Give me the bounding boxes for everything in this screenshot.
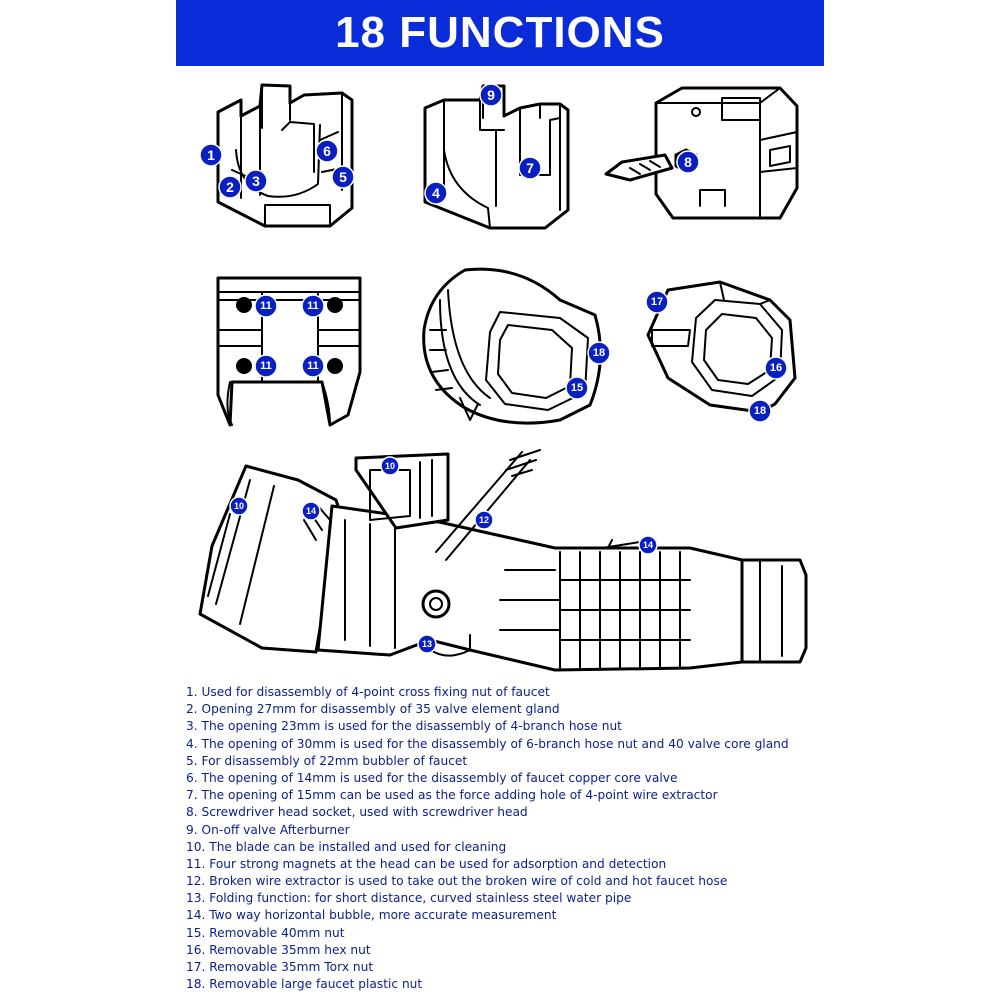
nut-socket-icon: [422, 267, 602, 425]
badge-11a: 11: [254, 294, 278, 318]
function-item: 14. Two way horizontal bubble, more accu…: [186, 908, 557, 923]
badge-3: 3: [244, 169, 268, 193]
svg-text:5: 5: [339, 169, 347, 185]
badge-9: 9: [479, 83, 503, 107]
diagram-illustration: .o { fill: #ffffff; stroke: #000; stroke…: [198, 83, 808, 672]
badge-11b: 11: [301, 294, 325, 318]
badge-15: 15: [565, 376, 589, 400]
svg-text:18: 18: [754, 405, 766, 417]
function-item: 3. The opening 23mm is used for the disa…: [186, 719, 622, 734]
svg-text:1: 1: [207, 147, 215, 163]
function-item: 9. On-off valve Afterburner: [186, 822, 350, 837]
hex-socket-icon: [646, 280, 797, 414]
svg-text:10: 10: [385, 461, 395, 471]
svg-text:13: 13: [422, 639, 432, 649]
badge-8: 8: [676, 150, 700, 174]
badge-1: 1: [199, 143, 223, 167]
svg-text:17: 17: [651, 296, 663, 308]
svg-text:14: 14: [643, 540, 653, 550]
page-title: 18 FUNCTIONS: [335, 8, 665, 57]
svg-text:11: 11: [260, 300, 272, 312]
badge-11c: 11: [254, 354, 278, 378]
badge-12: 12: [474, 510, 494, 530]
badge-18a: 18: [587, 341, 611, 365]
badge-16: 16: [764, 356, 788, 380]
badge-7: 7: [518, 156, 542, 180]
svg-text:6: 6: [323, 143, 331, 159]
function-item: 6. The opening of 14mm is used for the d…: [186, 770, 678, 785]
assembled-tool-icon: [198, 449, 808, 672]
function-item: 11. Four strong magnets at the head can …: [186, 856, 667, 871]
magnet-head-icon: [216, 276, 362, 427]
svg-text:8: 8: [684, 154, 692, 170]
badge-4: 4: [424, 181, 448, 205]
badge-2: 2: [218, 175, 242, 199]
svg-text:11: 11: [260, 360, 272, 372]
badge-10b: 10: [229, 496, 249, 516]
svg-text:4: 4: [432, 185, 440, 201]
svg-text:10: 10: [234, 501, 244, 511]
function-item: 7. The opening of 15mm can be used as th…: [186, 788, 718, 803]
function-item: 18. Removable large faucet plastic nut: [186, 977, 423, 992]
function-item: 16. Removable 35mm hex nut: [186, 942, 371, 957]
svg-text:7: 7: [526, 160, 534, 176]
badge-13: 13: [417, 634, 437, 654]
badge-14a: 14: [301, 501, 321, 521]
function-item: 15. Removable 40mm nut: [186, 925, 345, 940]
badge-10a: 10: [380, 456, 400, 476]
function-item: 2. Opening 27mm for disassembly of 35 va…: [186, 702, 560, 717]
function-item: 13. Folding function: for short distance…: [186, 891, 632, 906]
svg-text:11: 11: [307, 360, 319, 372]
badge-5: 5: [331, 165, 355, 189]
svg-text:18: 18: [593, 347, 605, 359]
screwdriver-socket-icon: [604, 86, 799, 220]
title-banner: 18 FUNCTIONS: [176, 0, 824, 66]
badge-14b: 14: [638, 535, 658, 555]
svg-text:16: 16: [770, 362, 782, 374]
function-item: 10. The blade can be installed and used …: [186, 839, 507, 854]
badge-6: 6: [315, 139, 339, 163]
svg-text:2: 2: [226, 179, 234, 195]
svg-text:15: 15: [571, 382, 583, 394]
svg-text:12: 12: [479, 515, 489, 525]
svg-text:9: 9: [487, 87, 495, 103]
svg-text:3: 3: [252, 173, 260, 189]
badge-18b: 18: [748, 399, 772, 423]
function-item: 12. Broken wire extractor is used to tak…: [186, 874, 728, 889]
function-item: 4. The opening of 30mm is used for the d…: [186, 736, 789, 751]
badge-11d: 11: [301, 354, 325, 378]
svg-text:11: 11: [307, 300, 319, 312]
tool-part-2-icon: [423, 84, 570, 230]
function-item: 17. Removable 35mm Torx nut: [186, 960, 374, 974]
badge-17: 17: [645, 290, 669, 314]
function-item: 8. Screwdriver head socket, used with sc…: [186, 805, 528, 820]
functions-list: 1. Used for disassembly of 4-point cross…: [186, 684, 826, 993]
svg-text:14: 14: [306, 506, 316, 516]
function-item: 1. Used for disassembly of 4-point cross…: [186, 685, 550, 699]
function-item: 5. For disassembly of 22mm bubbler of fa…: [186, 753, 468, 768]
